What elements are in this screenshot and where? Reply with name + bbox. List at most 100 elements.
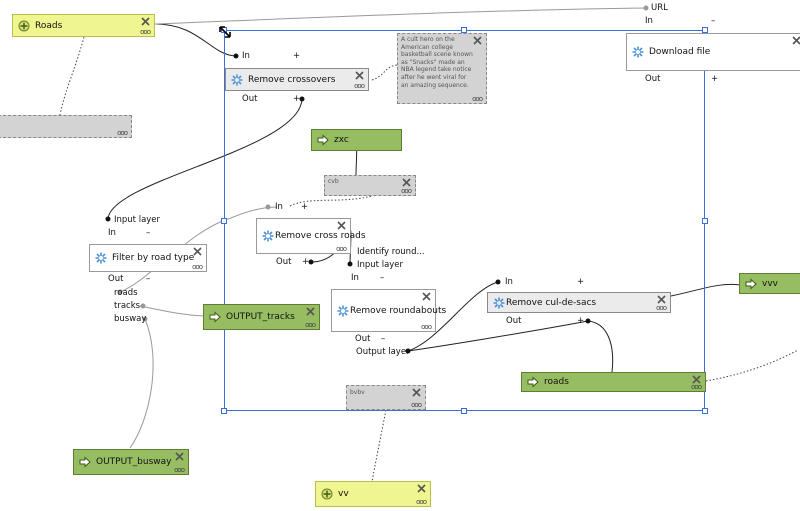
plus-sign: +	[711, 74, 719, 84]
close-icon[interactable]	[657, 295, 666, 304]
resize-handle[interactable]	[461, 27, 467, 33]
ellipsis-icon[interactable]: ooo	[691, 383, 702, 391]
arrow-right-icon	[209, 311, 221, 323]
port-dot[interactable]	[105, 216, 111, 222]
ellipsis-icon[interactable]: ooo	[401, 187, 412, 195]
close-icon[interactable]	[402, 178, 411, 187]
arrow-right-icon	[527, 376, 539, 388]
close-icon[interactable]	[792, 36, 800, 45]
out-port: Out	[355, 334, 371, 344]
close-icon[interactable]	[141, 17, 150, 26]
roads-input-node[interactable]: Roads ooo	[12, 14, 155, 37]
close-icon[interactable]	[306, 307, 315, 316]
comment-box[interactable]: ooo	[0, 115, 132, 138]
port-dot[interactable]	[117, 289, 123, 295]
gear-icon	[95, 252, 107, 264]
comment-text: cvb	[328, 178, 339, 185]
node-label: Filter by road type	[112, 253, 195, 263]
close-icon[interactable]	[417, 484, 426, 493]
minus-sign: –	[711, 16, 716, 26]
minus-sign: –	[381, 334, 386, 344]
plus-sign: +	[293, 94, 301, 104]
ellipsis-icon[interactable]: ooo	[656, 304, 667, 312]
node-label: Download file	[649, 47, 711, 57]
minus-sign: –	[146, 228, 151, 238]
ellipsis-icon[interactable]: ooo	[117, 129, 128, 137]
port-dot[interactable]	[495, 279, 501, 285]
port-dot[interactable]	[140, 303, 146, 309]
out-port: Out	[242, 94, 258, 104]
gear-icon	[337, 305, 349, 316]
remove-cross-roads-node[interactable]: Remove cross roads ooo	[256, 218, 366, 254]
ellipsis-icon[interactable]: ooo	[354, 82, 365, 90]
comment-box[interactable]: cvb ooo	[324, 175, 416, 196]
resize-handle[interactable]	[702, 27, 708, 33]
vvv-output-node[interactable]: vvv	[739, 273, 800, 294]
in-port: In	[242, 51, 250, 61]
resize-handle[interactable]	[221, 408, 227, 414]
port-dot[interactable]	[142, 316, 148, 322]
close-icon[interactable]	[473, 36, 482, 45]
url-port: URL	[651, 3, 668, 13]
arrow-right-icon	[317, 134, 329, 146]
node-label: Remove crossovers	[248, 74, 336, 85]
identify-round-port: Identify round...	[357, 247, 425, 257]
input-layer-port: Input layer	[357, 260, 404, 270]
resize-handle[interactable]	[221, 218, 227, 224]
close-icon[interactable]	[355, 71, 364, 80]
zxc-output-node[interactable]: zxc	[311, 129, 402, 151]
roads-output-node[interactable]: roads ooo	[521, 372, 706, 392]
port-dot[interactable]	[643, 5, 649, 11]
close-icon[interactable]	[175, 452, 184, 461]
arrow-right-icon	[745, 277, 757, 290]
gear-icon	[493, 297, 505, 308]
node-label: OUTPUT_tracks	[226, 312, 295, 322]
resize-handle[interactable]	[461, 408, 467, 414]
resize-handle[interactable]	[702, 218, 708, 224]
comment-box[interactable]: A cult hero on the American college bask…	[397, 33, 487, 104]
output-busway-node[interactable]: OUTPUT_busway ooo	[73, 449, 189, 475]
in-port: In	[505, 277, 513, 287]
remove-roundabouts-node[interactable]: Remove roundabouts ooo	[331, 289, 446, 332]
port-dot[interactable]	[233, 53, 239, 59]
output-layer-port: Output layer	[356, 347, 410, 357]
ellipsis-icon[interactable]: ooo	[192, 263, 203, 271]
port-dot[interactable]	[585, 318, 591, 324]
ellipsis-icon[interactable]: ooo	[305, 321, 316, 329]
port-dot[interactable]	[347, 261, 353, 267]
out-port: Out	[506, 316, 522, 326]
ellipsis-icon[interactable]: ooo	[336, 245, 347, 253]
close-icon[interactable]	[412, 388, 421, 397]
ellipsis-icon[interactable]: ooo	[174, 466, 185, 474]
port-dot[interactable]	[308, 259, 314, 265]
ellipsis-icon[interactable]: ooo	[416, 498, 427, 506]
comment-text: A cult hero on the American college bask…	[401, 36, 473, 89]
remove-crossovers-node[interactable]: Remove crossovers ooo	[225, 68, 369, 91]
close-icon[interactable]	[193, 247, 202, 256]
close-icon[interactable]	[337, 221, 346, 230]
arrow-right-icon	[79, 456, 91, 468]
gear-icon	[262, 230, 274, 242]
close-icon[interactable]	[692, 375, 701, 384]
comment-box[interactable]: bvbv ooo	[346, 385, 426, 410]
node-label: Remove cross roads	[275, 231, 366, 241]
ellipsis-icon[interactable]: ooo	[140, 28, 151, 36]
ellipsis-icon[interactable]: ooo	[472, 95, 483, 103]
output-tracks-node[interactable]: OUTPUT_tracks ooo	[203, 304, 320, 330]
resize-handle[interactable]	[702, 408, 708, 414]
close-icon[interactable]	[422, 292, 431, 301]
input-layer-port: Input layer	[114, 215, 161, 225]
minus-sign: –	[380, 273, 385, 283]
port-dot[interactable]	[405, 348, 411, 354]
vv-input-node[interactable]: vv ooo	[315, 481, 431, 507]
comment-text: bvbv	[350, 389, 365, 396]
remove-cul-de-sacs-node[interactable]: Remove cul-de-sacs ooo	[487, 292, 671, 313]
ellipsis-icon[interactable]: ooo	[421, 323, 432, 331]
ellipsis-icon[interactable]: ooo	[411, 401, 422, 409]
download-file-node[interactable]: Download file	[626, 33, 800, 71]
gear-icon	[231, 74, 243, 85]
filter-by-road-type-node[interactable]: Filter by road type ooo	[89, 244, 207, 272]
port-dot[interactable]	[265, 204, 271, 210]
port-dot[interactable]	[299, 96, 305, 102]
